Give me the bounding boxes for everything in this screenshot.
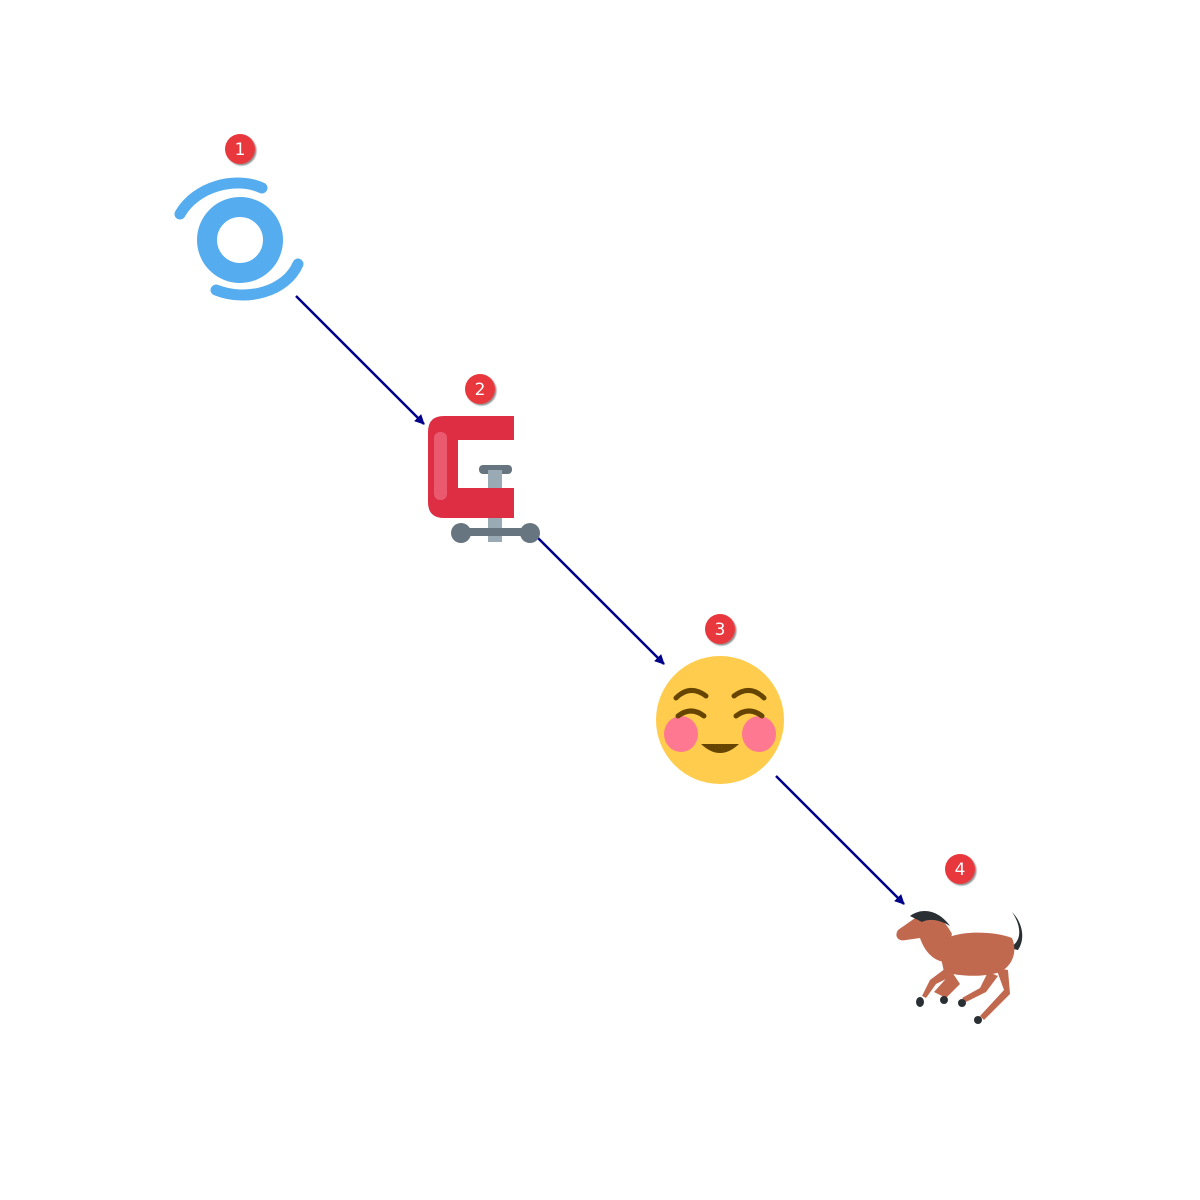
step-3-node: 3 [656,614,784,784]
step-2-node: 2 [428,374,540,543]
step-badge: 4 [945,854,975,884]
step-1-node: 1 [174,134,304,301]
smiling-face-icon [656,656,784,784]
step-number: 1 [235,140,246,160]
step-number: 4 [955,860,966,880]
step-badge: 2 [465,374,495,404]
step-badge: 3 [705,614,735,644]
arrow-3-to-4 [775,775,905,905]
step-4-node: 4 [896,854,1023,1024]
cyclone-icon [174,177,304,301]
clamp-icon [428,416,540,543]
connector-arrows [295,295,905,905]
arrow-2-to-3 [535,535,665,665]
arrow-1-to-2 [295,295,425,425]
horse-icon [896,911,1023,1024]
step-number: 3 [715,620,726,640]
step-number: 2 [475,380,486,400]
step-badge: 1 [225,134,255,164]
